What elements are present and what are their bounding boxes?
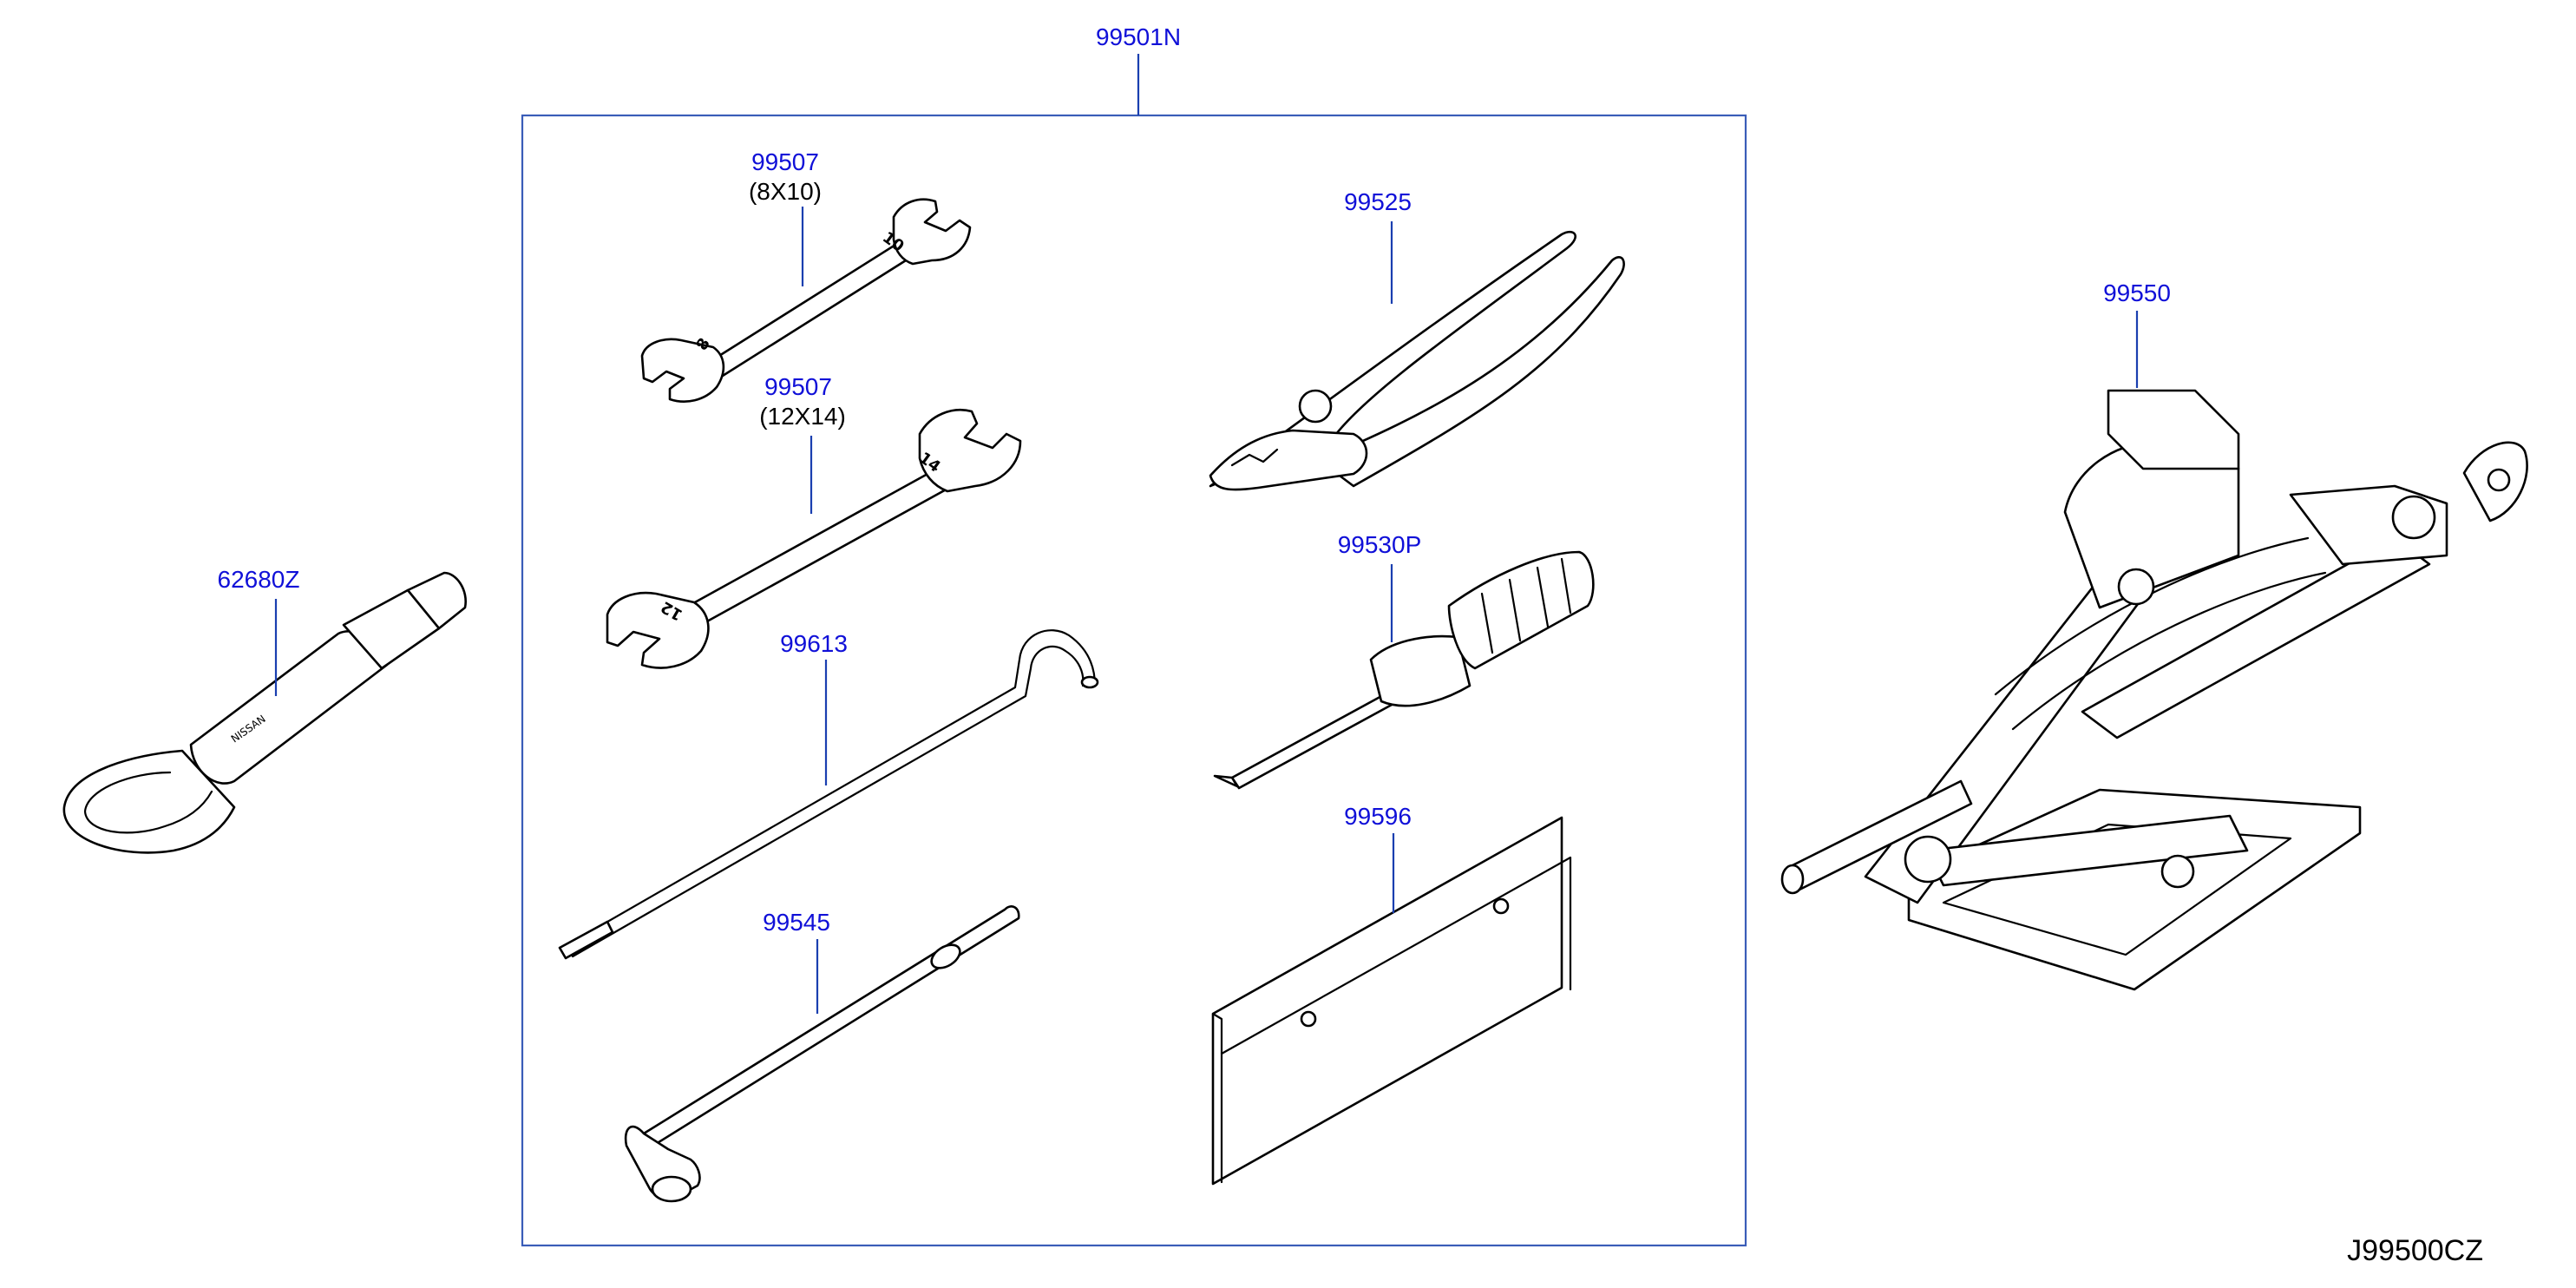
tool-bag-part-number[interactable]: 99596 [1344, 803, 1412, 830]
kit-part-number[interactable]: 99501N [1096, 23, 1181, 50]
tool-bag-illustration [1211, 816, 1572, 1186]
pliers-illustration [1209, 230, 1625, 491]
hook-rod-illustration [558, 629, 1099, 960]
wheel-wrench-illustration [624, 905, 1020, 1203]
wrench-12x14-size-label: (12X14) [759, 403, 846, 430]
jack-illustration [1780, 389, 2528, 991]
tow-hook-part-number[interactable]: 62680Z [218, 566, 300, 593]
wrench-12x14-part-number[interactable]: 99507 [764, 373, 832, 400]
illustration-code: J99500CZ [2347, 1234, 2483, 1267]
screwdriver-illustration [1213, 550, 1595, 790]
wrench-8x10-size-label: (8X10) [749, 178, 822, 205]
wheel-wrench-part-number[interactable]: 99545 [763, 909, 830, 936]
tool-kit-frame [521, 114, 1747, 1247]
wrench-8x10-illustration: 8 10 [640, 198, 972, 403]
pliers-part-number[interactable]: 99525 [1344, 188, 1412, 215]
tow-hook-illustration: NISSAN [62, 571, 467, 854]
screwdriver-part-number[interactable]: 99530P [1338, 531, 1422, 558]
wrench-8x10-part-number[interactable]: 99507 [751, 148, 819, 175]
wrench-12x14-illustration: 12 14 [606, 409, 1022, 669]
jack-part-number[interactable]: 99550 [2103, 279, 2171, 306]
hook-rod-part-number[interactable]: 99613 [780, 630, 848, 657]
